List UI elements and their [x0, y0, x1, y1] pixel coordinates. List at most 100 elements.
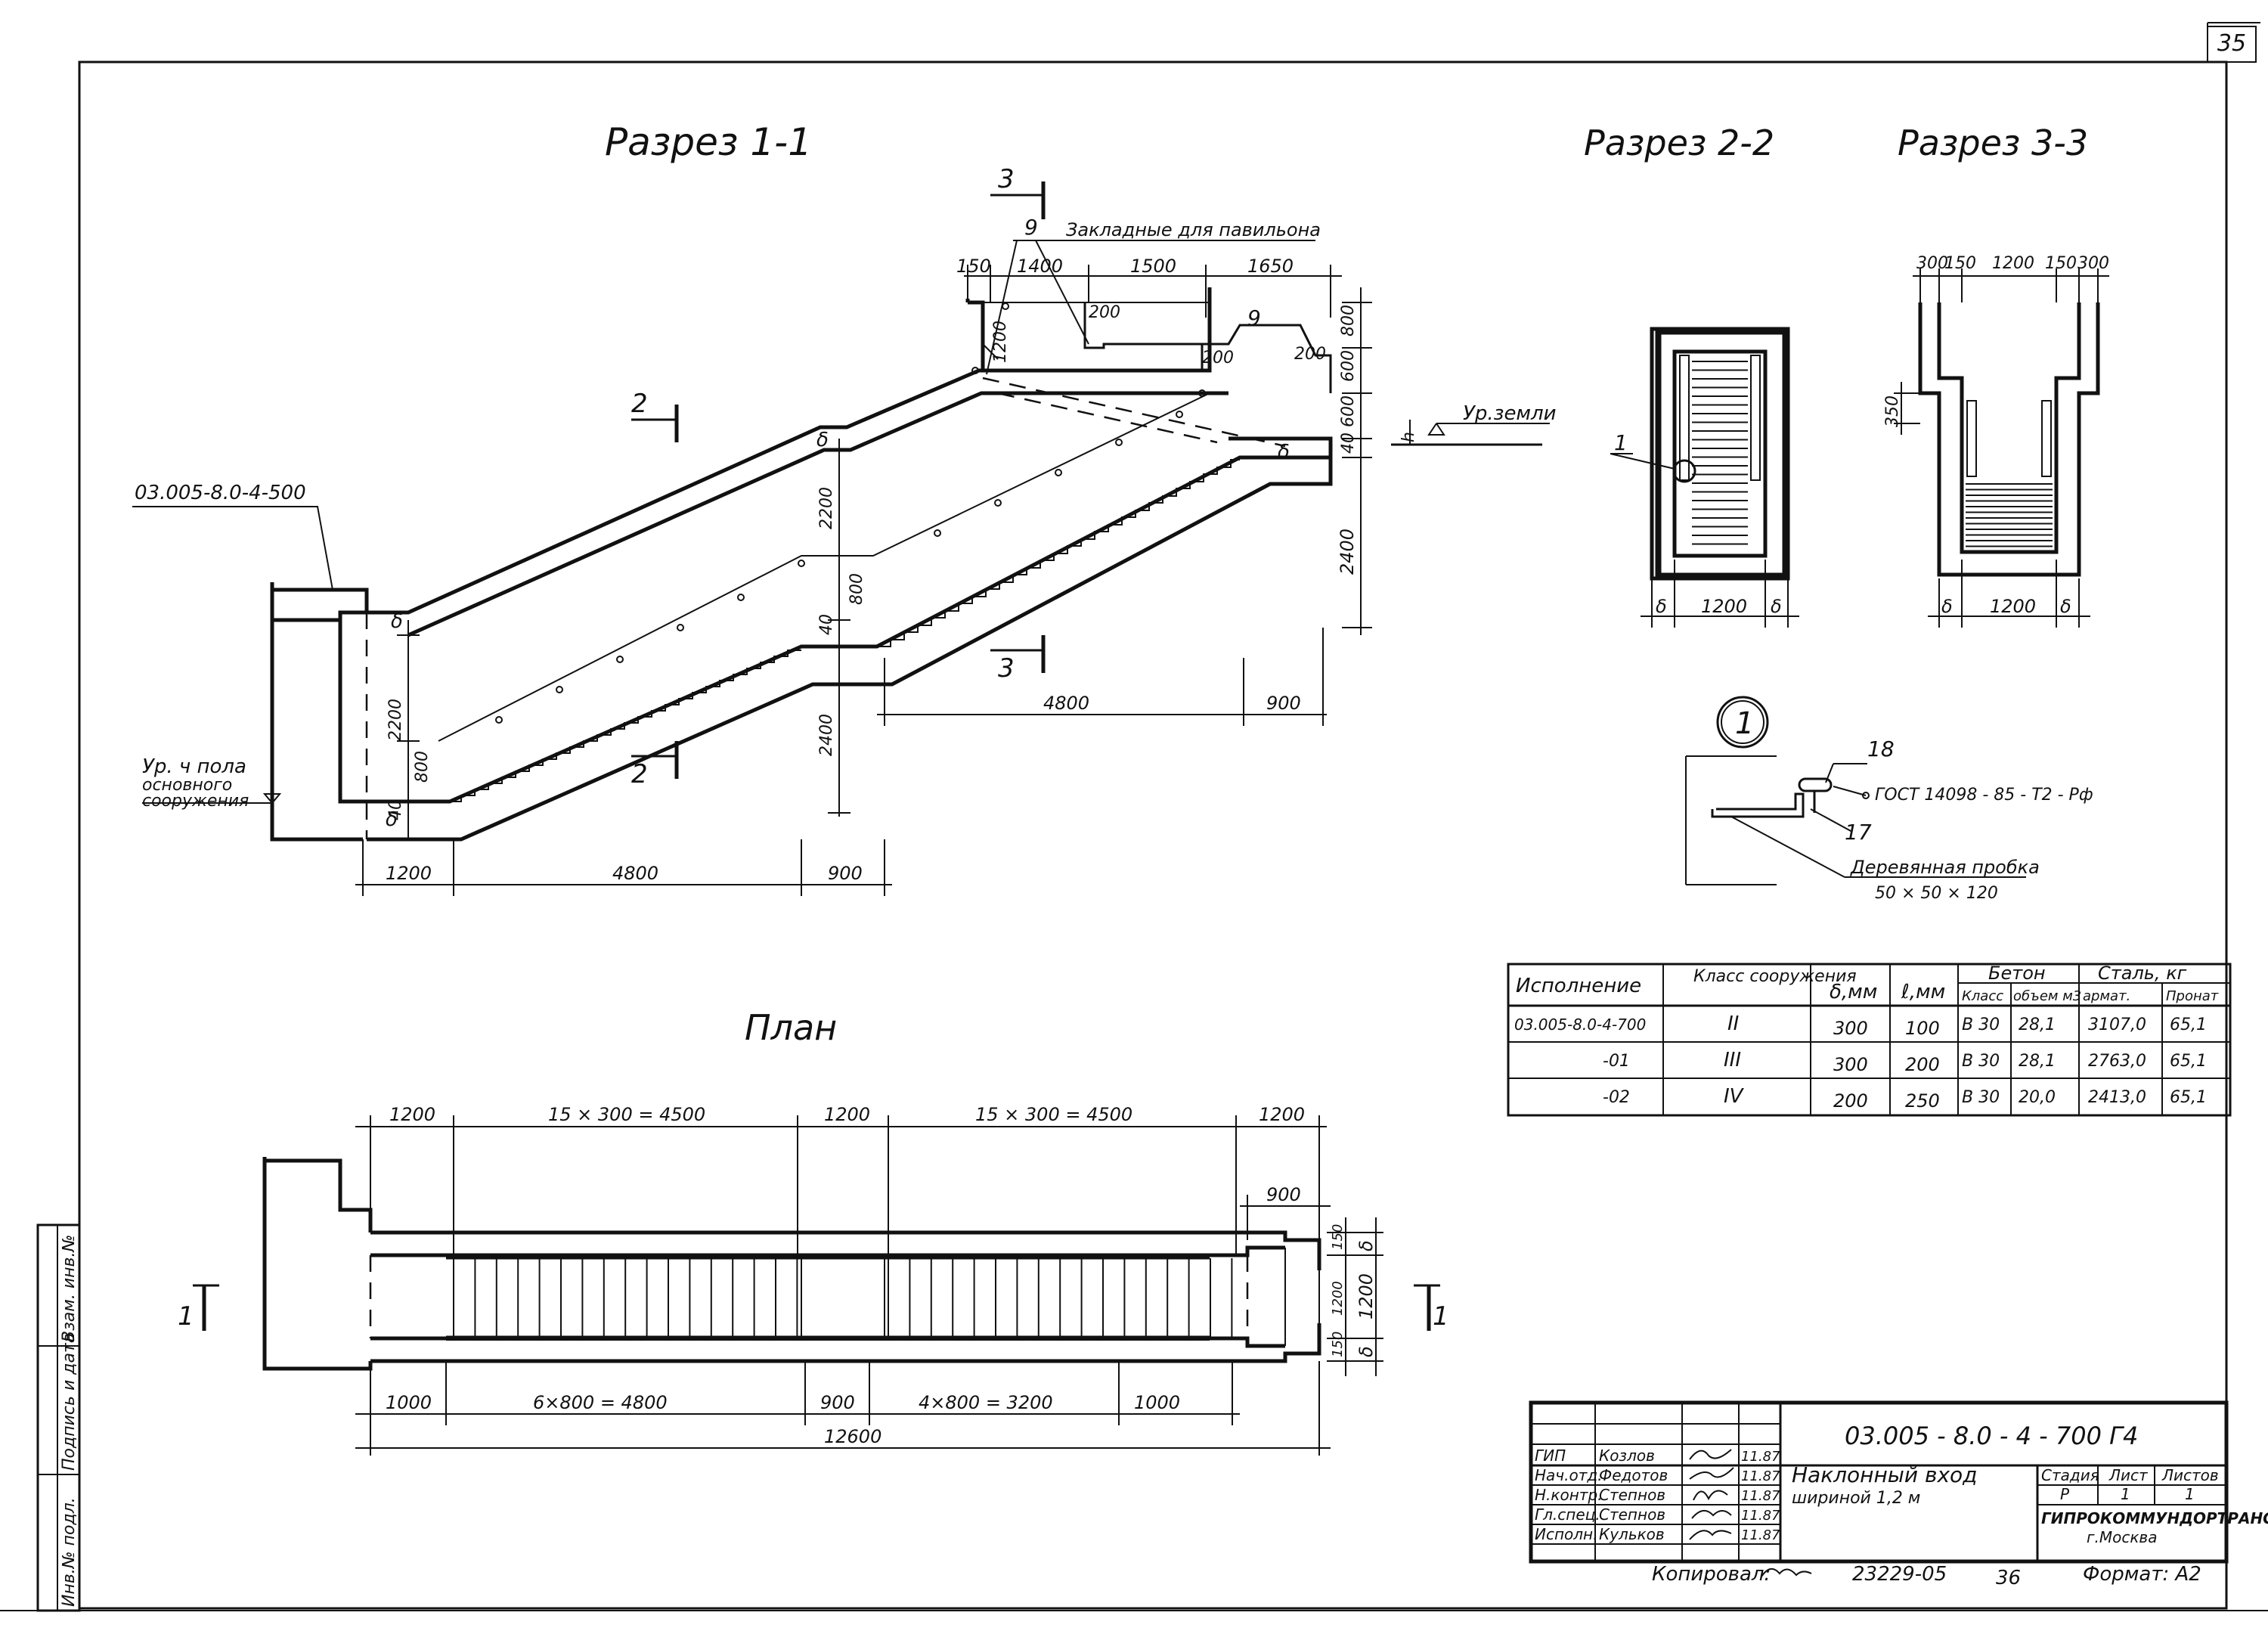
- embed-callout: 9 Закладные для павильона 9: [986, 215, 1321, 375]
- svg-text:-02: -02: [1603, 1088, 1630, 1107]
- gost-spec: ГОСТ 14098 - 85 - Т2 - Рф: [1875, 786, 2093, 805]
- svg-text:250: 250: [1905, 1090, 1940, 1112]
- signature-mark: [1689, 1449, 1732, 1460]
- svg-text:Лист: Лист: [2108, 1466, 2149, 1484]
- cut-marker-3-bottom: 3: [990, 635, 1046, 684]
- svg-text:4×800 = 3200: 4×800 = 3200: [919, 1392, 1053, 1413]
- plan-dims-top: 1200 15 × 300 = 4500 1200 15 × 300 = 450…: [355, 1104, 1331, 1255]
- svg-text:2400: 2400: [1337, 529, 1358, 575]
- svg-text:2763,0: 2763,0: [2088, 1052, 2146, 1071]
- svg-text:11.87: 11.87: [1741, 1468, 1780, 1484]
- svg-text:300: 300: [1833, 1054, 1868, 1075]
- svg-text:6×800 = 4800: 6×800 = 4800: [533, 1392, 668, 1413]
- svg-text:800: 800: [413, 751, 432, 783]
- svg-text:2: 2: [631, 389, 648, 419]
- detail-1: 1 18 ГОСТ 14098 - 85 - Т2 - Рф 17 Деревя…: [1685, 696, 2093, 903]
- dim-1200-upper: 1200: [991, 321, 1010, 363]
- plan-title: План: [745, 1007, 837, 1048]
- existing-structure: 03.005-8.0-4-500: [132, 482, 369, 842]
- svg-text:В 30: В 30: [1962, 1088, 2000, 1107]
- section-3-drawing: 300 150 1200 150 300 350 δ 1200 δ: [1883, 254, 2109, 628]
- page-number: 35: [2217, 30, 2246, 57]
- doc-name-line1: Наклонный вход: [1792, 1462, 1978, 1487]
- callout-1: 1: [1614, 430, 1628, 455]
- svg-text:11.87: 11.87: [1741, 1488, 1780, 1504]
- svg-text:Копировал:: Копировал:: [1652, 1563, 1771, 1586]
- svg-text:1200: 1200: [389, 1104, 435, 1125]
- svg-text:200: 200: [1905, 1054, 1940, 1075]
- svg-text:100: 100: [1905, 1018, 1940, 1039]
- svg-text:Исполнение: Исполнение: [1516, 975, 1641, 997]
- svg-text:δ,мм: δ,мм: [1830, 981, 1877, 1003]
- plan-cut-left: 1: [178, 1284, 219, 1332]
- svg-text:Ур. ч пола: Ур. ч пола: [142, 755, 246, 778]
- section-1-dims-top: 150 1400 1500 1650 200 200 200: [956, 256, 1342, 367]
- plan-drawing: [262, 1157, 1321, 1371]
- svg-text:150: 150: [1944, 254, 1976, 273]
- svg-text:150: 150: [1330, 1332, 1346, 1357]
- delta-mark: δ: [1278, 441, 1290, 464]
- plan-cut-right: 1: [1414, 1284, 1449, 1332]
- svg-text:1: 1: [1433, 1301, 1449, 1332]
- embed-note: Закладные для павильона: [1066, 219, 1321, 240]
- svg-text:Класс сооружения: Класс сооружения: [1693, 967, 1857, 986]
- svg-text:11.87: 11.87: [1741, 1527, 1780, 1543]
- svg-text:150: 150: [956, 256, 991, 277]
- svg-text:600: 600: [1339, 395, 1358, 427]
- svg-text:900: 900: [828, 863, 863, 884]
- svg-text:2400: 2400: [817, 714, 836, 756]
- svg-text:28,1: 28,1: [2019, 1015, 2056, 1034]
- svg-text:2: 2: [631, 759, 648, 789]
- svg-text:δ: δ: [1656, 596, 1667, 617]
- svg-text:сооружения: сооружения: [142, 792, 249, 811]
- spec-table: Исполнение Класс сооружения δ,мм ℓ,мм Бе…: [1507, 963, 2232, 1117]
- table-row: -01 III 300 200 В 30 28,1 2763,0 65,1: [1603, 1049, 2207, 1075]
- delta-mark: δ: [816, 429, 829, 451]
- svg-text:11.87: 11.87: [1741, 1449, 1780, 1465]
- svg-text:300: 300: [1833, 1018, 1868, 1039]
- neighbor-label: 03.005-8.0-4-500: [135, 482, 306, 504]
- svg-text:1000: 1000: [386, 1392, 432, 1413]
- svg-text:40: 40: [386, 799, 405, 820]
- svg-text:ℓ,мм: ℓ,мм: [1901, 981, 1945, 1003]
- svg-text:1200: 1200: [1356, 1273, 1377, 1319]
- svg-text:1: 1: [2185, 1485, 2195, 1503]
- svg-text:Гл.спец.: Гл.спец.: [1535, 1505, 1600, 1524]
- svg-text:23229-05: 23229-05: [1852, 1563, 1947, 1586]
- svg-text:15 × 300 = 4500: 15 × 300 = 4500: [975, 1104, 1132, 1125]
- section-1-dims-right: 800 600 600 40 2400 1200: [982, 287, 1372, 635]
- svg-text:III: III: [1724, 1049, 1741, 1071]
- svg-text:9: 9: [1024, 215, 1038, 240]
- svg-text:основного: основного: [142, 776, 232, 795]
- signature-mark: [1689, 1467, 1734, 1480]
- svg-text:объем м3: объем м3: [2013, 988, 2081, 1004]
- svg-text:900: 900: [1266, 1184, 1301, 1205]
- svg-text:δ: δ: [1941, 596, 1953, 617]
- svg-text:Класс: Класс: [1962, 988, 2003, 1004]
- svg-text:δ: δ: [2060, 596, 2071, 617]
- svg-text:1: 1: [178, 1301, 194, 1332]
- section-3-title: Разрез 3-3: [1898, 122, 2088, 163]
- svg-text:армат.: армат.: [2083, 988, 2130, 1004]
- svg-text:1650: 1650: [1247, 256, 1294, 277]
- stair-tunnel-section: δ δ δ δ: [367, 287, 1333, 842]
- page-number-box: [2207, 26, 2257, 63]
- svg-text:65,1: 65,1: [2170, 1052, 2207, 1071]
- table-row: -02 IV 200 250 В 30 20,0 2413,0 65,1: [1603, 1085, 2207, 1112]
- svg-text:ГИП: ГИП: [1535, 1447, 1566, 1465]
- title-block: 03.005 - 8.0 - 4 - 700 Г4 Наклонный вход…: [1529, 1400, 2268, 1564]
- svg-text:1000: 1000: [1134, 1392, 1180, 1413]
- cut-marker-2-bottom: 2: [631, 741, 679, 789]
- svg-text:1200: 1200: [1992, 254, 2034, 273]
- svg-text:36: 36: [1996, 1567, 2021, 1589]
- svg-text:Н.контр.: Н.контр.: [1535, 1486, 1603, 1504]
- svg-text:Сталь, кг: Сталь, кг: [2098, 963, 2187, 984]
- section-1-dims-lower: 2200 800 40: [386, 620, 432, 839]
- svg-text:Листов: Листов: [2161, 1466, 2219, 1484]
- callout-17: 17: [1845, 820, 1872, 845]
- svg-text:65,1: 65,1: [2170, 1088, 2207, 1107]
- svg-text:Степнов: Степнов: [1599, 1505, 1665, 1524]
- svg-text:40: 40: [1339, 433, 1358, 454]
